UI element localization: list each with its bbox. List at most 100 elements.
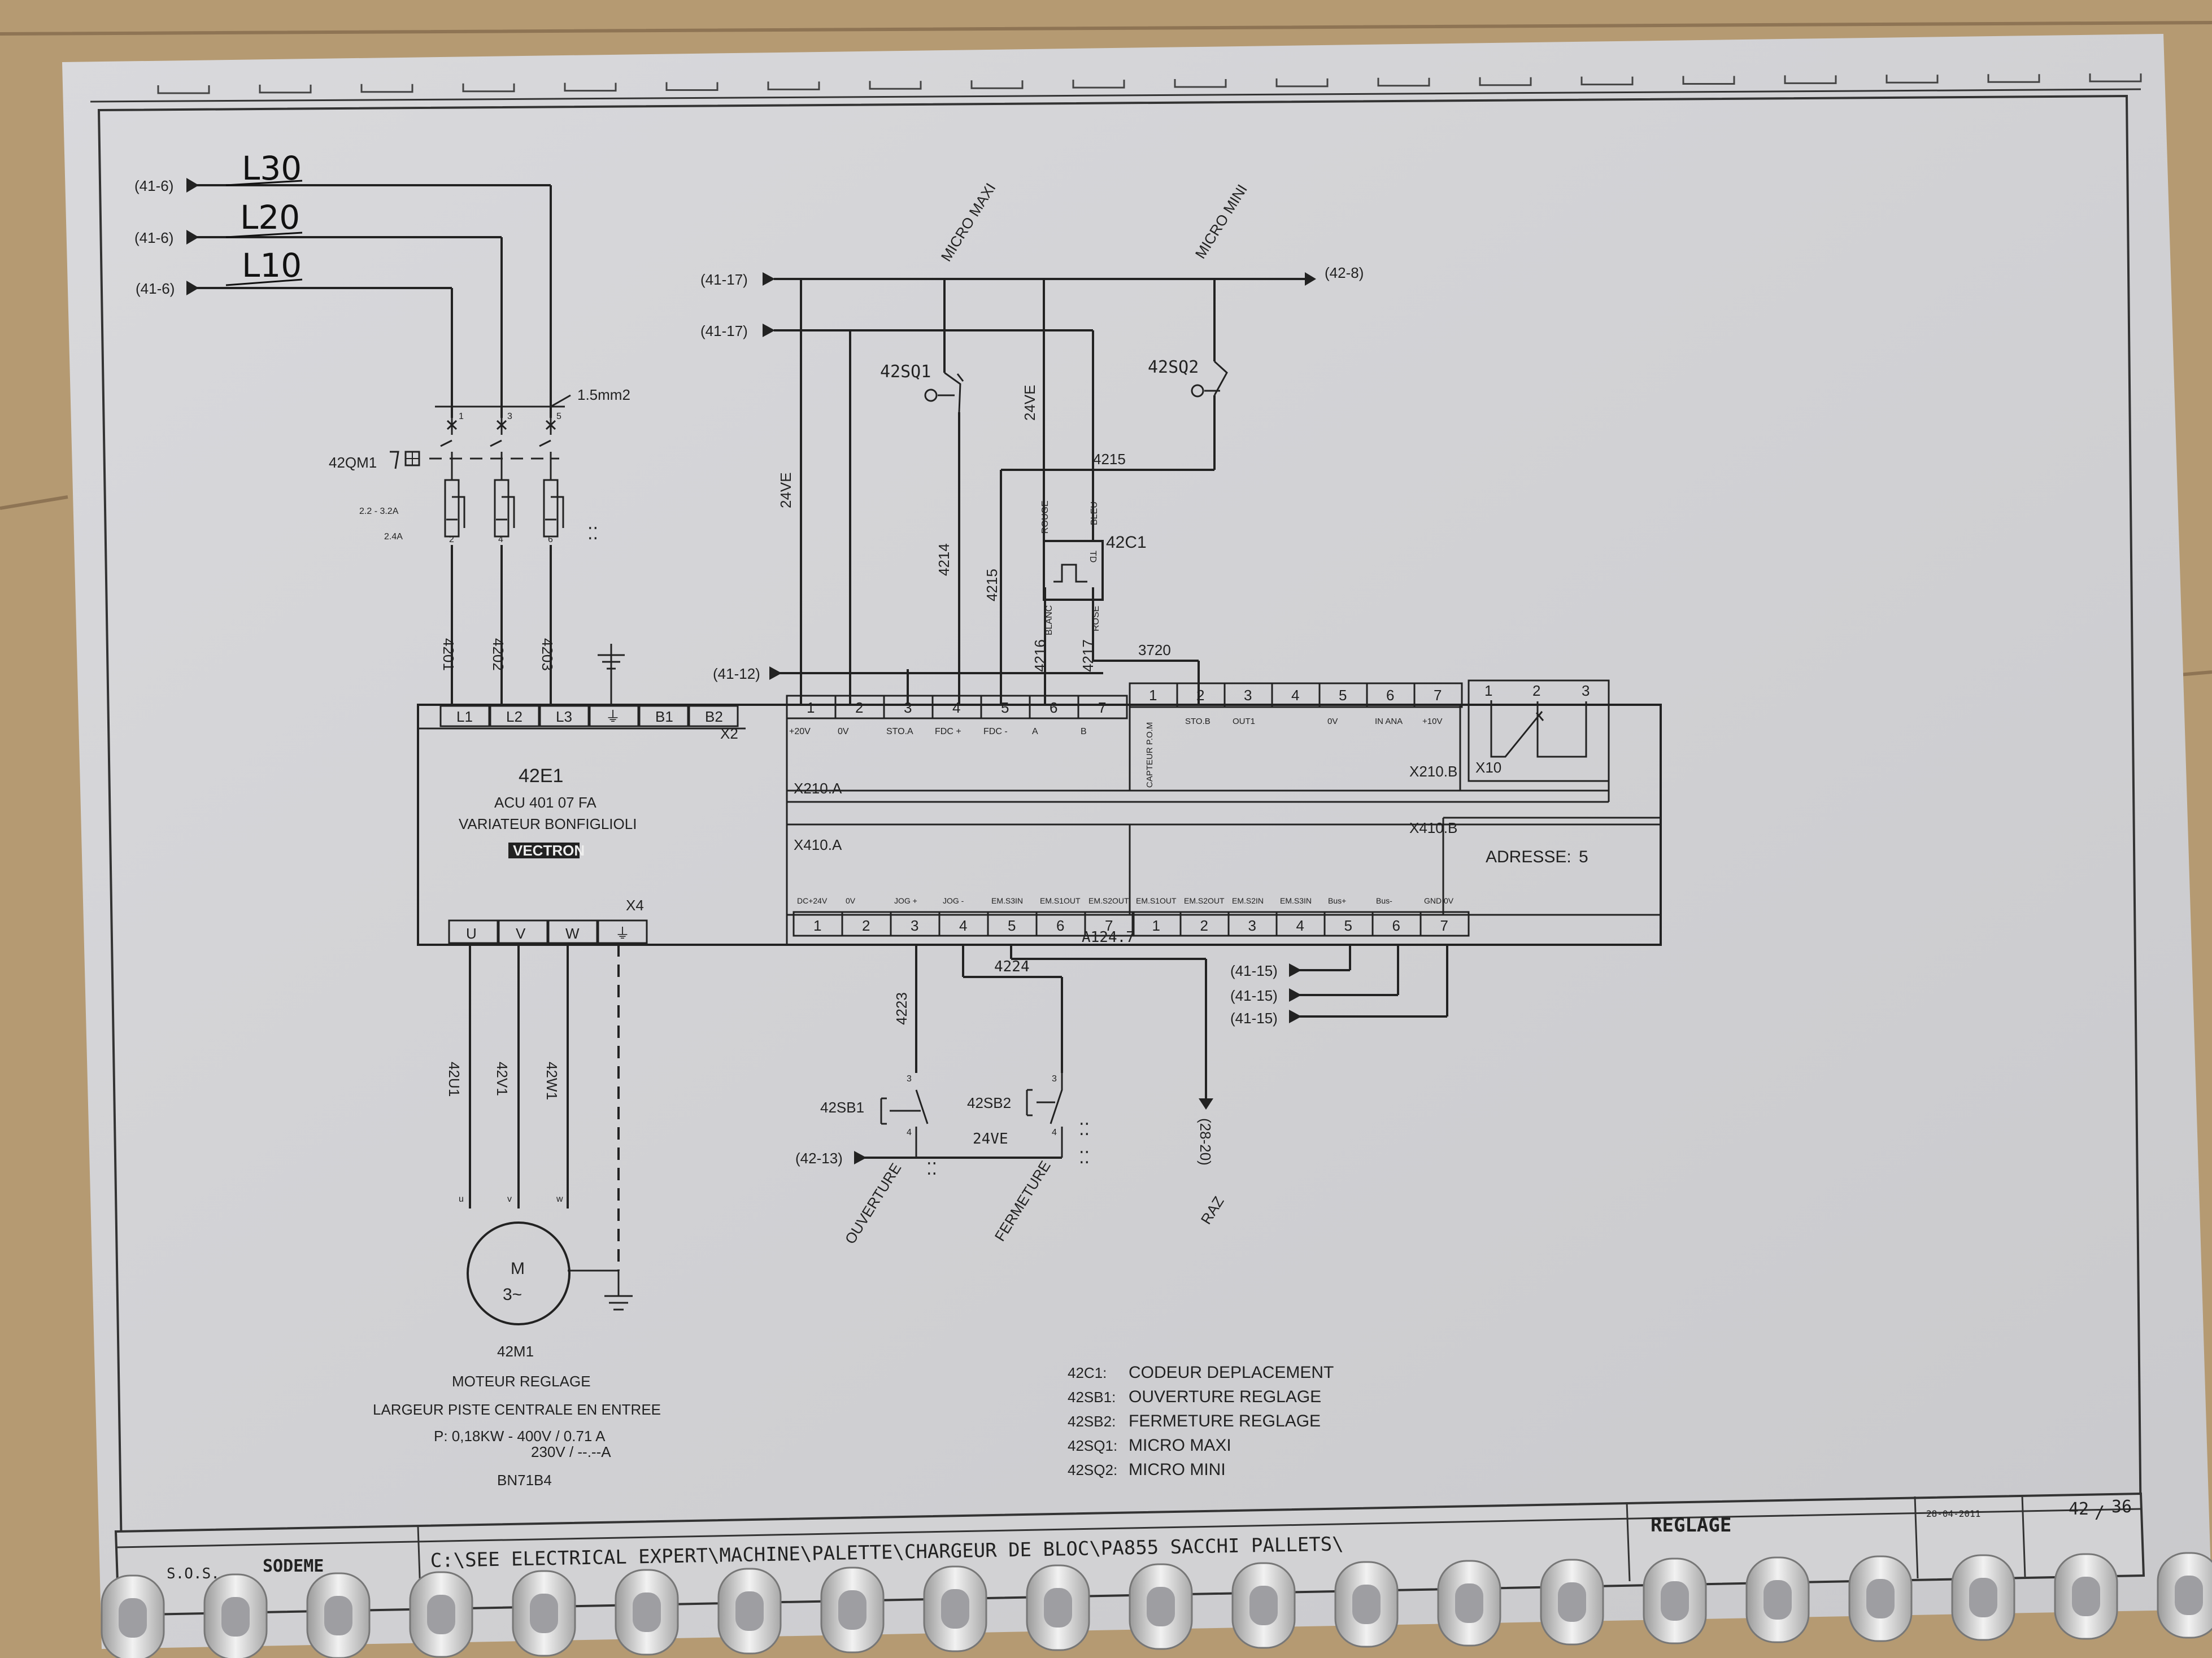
wire-4217: 4217 bbox=[1079, 639, 1096, 672]
ruler-tick bbox=[1275, 78, 1329, 88]
terminal-signal: Bus- bbox=[1376, 896, 1392, 905]
ref-bus-out: (42-8) bbox=[1325, 264, 1364, 281]
terminal-signal: JOG - bbox=[943, 896, 964, 905]
pole-3: 3 bbox=[507, 412, 512, 421]
terminal-signal: EM.S1OUT bbox=[1040, 896, 1081, 905]
earth-symbol-top bbox=[598, 644, 625, 706]
terminal-signal: OUT1 bbox=[1233, 717, 1255, 726]
terminal-number: 2 bbox=[862, 917, 870, 934]
terminal-signal: STO.B bbox=[1185, 717, 1210, 726]
terminal-cell bbox=[1419, 911, 1470, 937]
drive-model: ACU 401 07 FA bbox=[494, 794, 596, 811]
sb1-aux-mark: ⁚⁚ bbox=[926, 1160, 937, 1179]
pole-out-2: 2 bbox=[449, 535, 454, 544]
terminal-label: W bbox=[565, 925, 580, 942]
wire-4215-vertical: 4215 bbox=[983, 569, 1000, 601]
x10-term-3: 3 bbox=[1582, 682, 1590, 699]
wire-4202: 4202 bbox=[490, 638, 507, 671]
terminal-label: B1 bbox=[655, 708, 673, 725]
motor-term-u: u bbox=[459, 1194, 464, 1204]
terminal-cell bbox=[1084, 911, 1135, 937]
encoder-42c1: TD 42C1 ROUGE BLEU BLANC ROSE bbox=[1040, 500, 1147, 635]
legend-code: 42SQ2: bbox=[1068, 1461, 1117, 1478]
terminal-cell bbox=[688, 705, 739, 727]
breaker-aux-mark: ⁚⁚ bbox=[587, 525, 598, 543]
ref-bus-bottom: (41-12) bbox=[713, 665, 760, 682]
terminal-signal: EM.S2IN bbox=[1232, 896, 1264, 905]
ruler-tick bbox=[869, 81, 922, 90]
address-label: ADRESSE: bbox=[1486, 848, 1571, 866]
limit-switch-42sq1: 42SQ1 bbox=[880, 362, 964, 413]
terminal-signal: 0V bbox=[1327, 717, 1338, 726]
binding-ring-hole bbox=[1455, 1583, 1483, 1623]
terminal-number: 1 bbox=[813, 917, 821, 934]
wire-size-label: 1.5mm2 bbox=[577, 386, 630, 403]
pole-out-6: 6 bbox=[548, 535, 553, 544]
terminal-number: 7 bbox=[1434, 687, 1442, 704]
ref-out-1: (41-15) bbox=[1230, 962, 1278, 979]
x10-term-2: 2 bbox=[1532, 682, 1540, 699]
terminal-number: 1 bbox=[807, 699, 815, 716]
wire-4201: 4201 bbox=[440, 638, 457, 671]
ruler-tick bbox=[970, 80, 1024, 89]
binding-ring-hole bbox=[2175, 1576, 2203, 1615]
encoder-bleu: BLEU bbox=[1090, 501, 1099, 525]
ref-out-2: (41-15) bbox=[1230, 987, 1278, 1004]
title-total: 36 bbox=[2111, 1497, 2132, 1517]
pole-1: 1 bbox=[459, 412, 464, 421]
drive-brand: VECTRON bbox=[513, 842, 585, 859]
ref-raz: (28-20) bbox=[1197, 1118, 1214, 1166]
binding-ring-hole bbox=[1866, 1579, 1895, 1618]
ruler-tick bbox=[259, 84, 312, 94]
terminal-number: 1 bbox=[1152, 917, 1160, 934]
breaker-thermal bbox=[494, 479, 510, 538]
terminal-number: 4 bbox=[1291, 687, 1299, 704]
terminal-cell bbox=[589, 705, 639, 727]
terminal-number: 6 bbox=[1386, 687, 1394, 704]
ruler-tick bbox=[462, 83, 515, 93]
terminal-label: V bbox=[516, 925, 526, 942]
ruler-tick bbox=[1580, 76, 1634, 86]
encoder-tag: TD bbox=[1088, 551, 1098, 562]
breaker-contact bbox=[539, 418, 556, 480]
binding-ring-hole bbox=[2072, 1577, 2100, 1616]
wire-4223: 4223 bbox=[893, 992, 910, 1025]
wire-4216: 4216 bbox=[1031, 639, 1048, 672]
handwritten-l20: L20 bbox=[240, 198, 300, 237]
legend-text: MICRO MINI bbox=[1129, 1460, 1226, 1479]
wire-42u1: 42U1 bbox=[446, 1062, 463, 1097]
sb1-id: 42SB1 bbox=[820, 1099, 864, 1116]
ruler-tick bbox=[1174, 79, 1227, 88]
terminal-number: 3 bbox=[1244, 687, 1252, 704]
binding-ring-hole bbox=[1661, 1581, 1689, 1621]
legend-text: FERMETURE REGLAGE bbox=[1129, 1412, 1321, 1430]
x10-term-1: 1 bbox=[1484, 682, 1492, 699]
paper-sheet bbox=[62, 34, 2212, 1649]
x410a-label: X410.A bbox=[794, 836, 842, 853]
motor-id: 42M1 bbox=[497, 1343, 534, 1360]
title-section: REGLAGE bbox=[1651, 1514, 1731, 1537]
title-sos: S.O.S. bbox=[167, 1565, 220, 1582]
relay-x10: X10 1 2 3 bbox=[1468, 679, 1610, 782]
motor-power: P: 0,18KW - 400V / 0.71 A bbox=[434, 1428, 606, 1445]
sb2-term-4: 4 bbox=[1052, 1128, 1057, 1137]
terminal-number: 3 bbox=[1248, 917, 1256, 934]
pole-5: 5 bbox=[556, 412, 561, 421]
terminal-signal: +10V bbox=[1422, 717, 1442, 726]
binding-ring-hole bbox=[427, 1595, 455, 1634]
legend-text: CODEUR DEPLACEMENT bbox=[1129, 1363, 1334, 1382]
binding-ring-hole bbox=[941, 1589, 969, 1629]
wire-24ve-sb: 24VE bbox=[973, 1131, 1008, 1147]
terminal-signal: FDC + bbox=[935, 727, 961, 736]
terminal-number: 1 bbox=[1149, 687, 1157, 704]
terminal-signal: Bus+ bbox=[1328, 896, 1346, 905]
terminal-number: 2 bbox=[855, 699, 863, 716]
pushbutton-42sb1: 42SB1 3 4 bbox=[820, 1074, 929, 1158]
terminal-number: 7 bbox=[1098, 699, 1106, 716]
terminal-number: 5 bbox=[1008, 917, 1016, 934]
sb2-aux-mark-2: ⁚⁚ bbox=[1079, 1149, 1090, 1167]
terminal-number: 7 bbox=[1440, 917, 1448, 934]
ruler-tick bbox=[1072, 80, 1125, 89]
